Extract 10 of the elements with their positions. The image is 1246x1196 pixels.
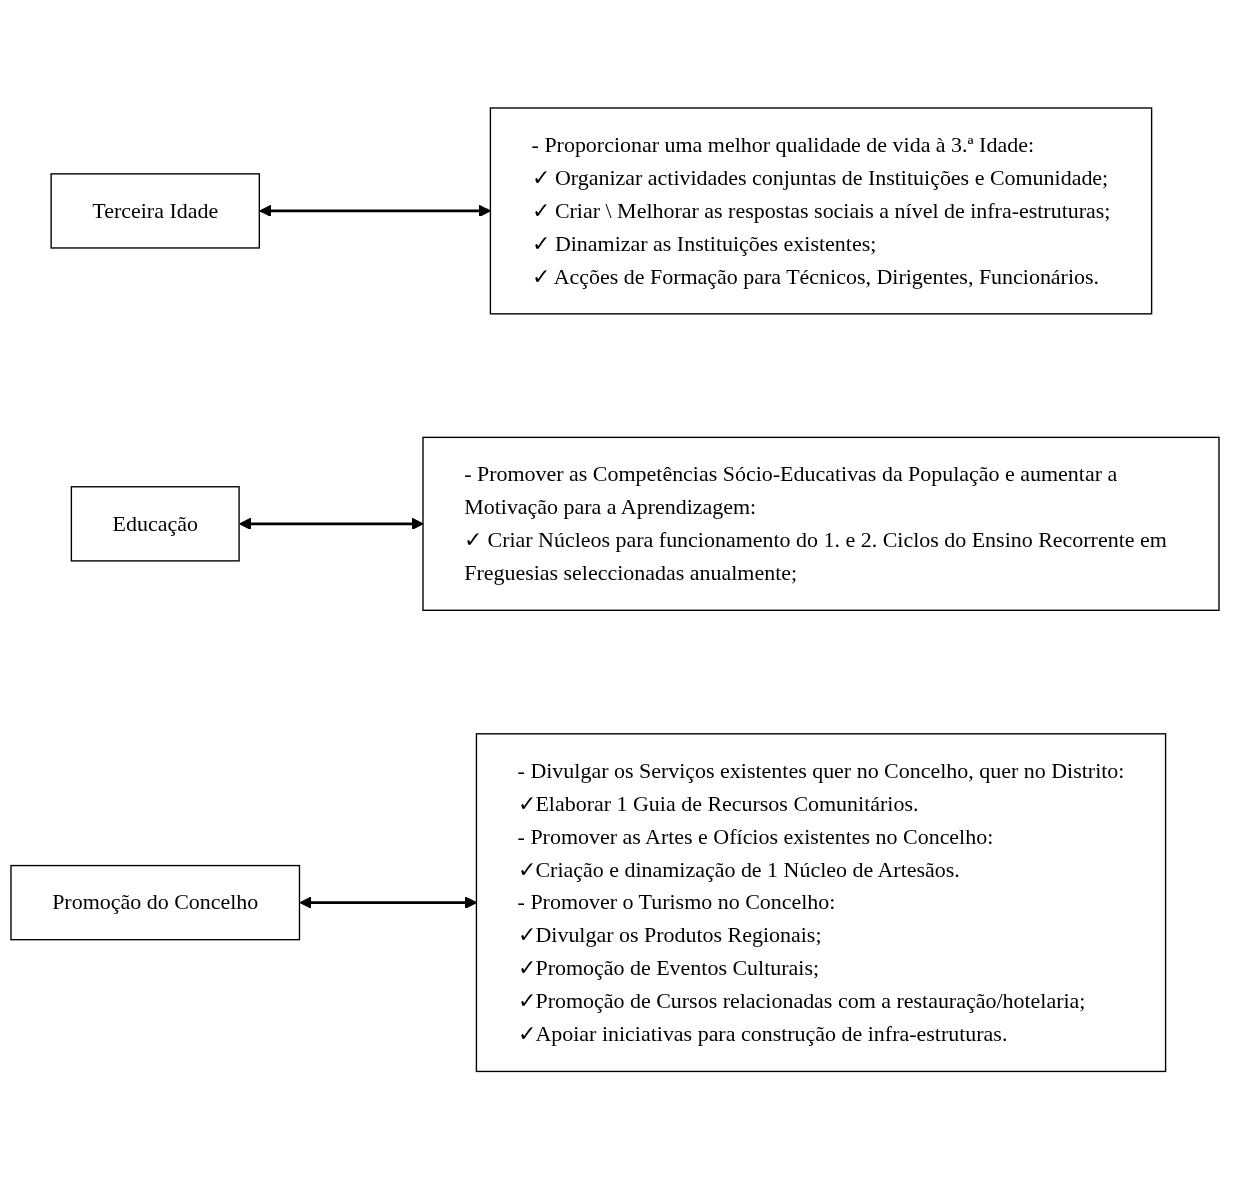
node-box xyxy=(475,733,1167,1073)
node-box xyxy=(10,865,301,941)
node-box xyxy=(422,436,1220,612)
arrow xyxy=(259,205,491,218)
node-box xyxy=(50,173,260,249)
node-box xyxy=(489,107,1153,315)
arrow xyxy=(299,896,477,909)
arrow xyxy=(239,518,424,531)
node-box xyxy=(70,486,240,562)
diagram: Terceira Idade - Proporcionar uma melhor qualidade de vida à 3.ª Idade: ✓ Organizar actividades conjuntas de Instituições e Comunidade; ✓ Criar \ Melhorar as respostas sociais a nível de infra-estruturas; ✓ Dinamizar as Instituições existentes; ✓ Acções de Formação para Técnicos, Dirigentes, Funcionários. Educação - Promover as Competências Sócio-Educativas da População e aumentar a Motivação para a Aprendizagem: ✓ Criar Núcleos para funcionamento do 1. e 2. Ciclos do Ensino Recorrente em Freguesias seleccionadas anualmente; Promoção do Concelho - Divulgar os Serviços existentes quer no Concelho, quer no Distrito: ✓Elaborar 1 Guia de Recursos Comunitários. - Promover as Artes e Ofícios existentes no Concelho: ✓Criação e dinamização de 1 Núcleo de Artesãos. - Promover o Turismo no Concelho: ✓Divulgar os Produtos Regionais; ✓Promoção de Eventos Culturais; ✓Promoção de Cursos relacionadas com a restauração/hotelaria; ✓Apoiar iniciativas para construção de infra-estruturas. xyxy=(0,0,1230,1180)
